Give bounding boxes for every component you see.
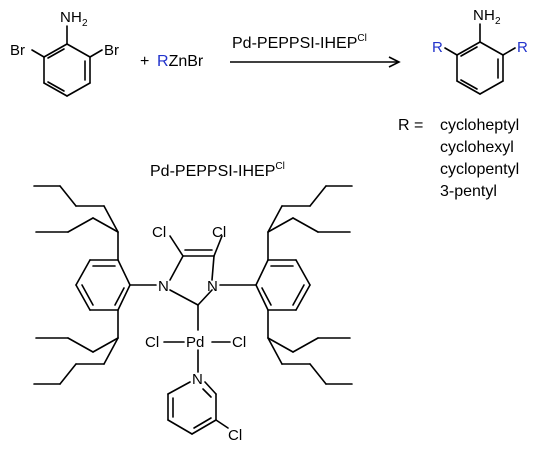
pd-atom: Pd (186, 334, 204, 351)
r-group-prefix: R = (398, 117, 423, 134)
r-group-list: R = cycloheptyl cyclohexyl cyclopentyl 3… (398, 117, 519, 200)
nhc-n-left: N (158, 278, 169, 295)
product-r-right: R (517, 39, 528, 56)
nhc-n-right: N (207, 278, 218, 295)
product-amine-h: H (484, 7, 495, 24)
reactant-ring-bonds (31, 25, 103, 97)
left-lower-alkyl (33, 309, 119, 385)
catalyst-title-name: Pd-PEPPSI-IHEP (150, 163, 275, 180)
pd-cl-left: Cl (145, 334, 159, 351)
reactant-dibromoaniline: N H 2 Br Br (10, 9, 119, 97)
reagent-text: RZnBr (157, 53, 204, 70)
pyridine-n: N (192, 371, 203, 388)
arrow-catalyst-name: Pd-PEPPSI-IHEP (232, 35, 357, 52)
arrow-catalyst-sup: Cl (357, 33, 366, 44)
nhc-cl-left: Cl (152, 224, 166, 241)
right-upper-alkyl (267, 185, 353, 261)
reaction-arrow (230, 56, 401, 68)
reactant-br-right: Br (104, 42, 119, 59)
r-group-item: cycloheptyl (440, 117, 519, 134)
right-aryl-bonds (219, 259, 311, 311)
pd-center-bonds (163, 341, 231, 373)
r-group-item: cyclohexyl (440, 139, 514, 156)
reactant-amine-n: N (60, 9, 71, 26)
reactant-br-left: Br (10, 42, 25, 59)
catalyst-title-sup: Cl (275, 161, 284, 172)
product-r-left: R (432, 39, 443, 56)
nhc-cl-right: Cl (212, 224, 226, 241)
arrow-catalyst-label: Pd-PEPPSI-IHEPCl (232, 33, 367, 52)
r-group-item: 3-pentyl (440, 183, 497, 200)
r-group-item: cyclopentyl (440, 161, 519, 178)
product-aniline: N H 2 R R (432, 7, 528, 95)
product-amine-sub: 2 (495, 16, 501, 27)
pd-cl-right: Cl (232, 334, 246, 351)
catalyst-title: Pd-PEPPSI-IHEPCl (150, 161, 285, 180)
catalyst-structure: Cl Cl N N (33, 185, 353, 444)
left-aryl-bonds (75, 259, 157, 311)
pyridine-bonds (167, 381, 229, 435)
reagent-r-group: R (157, 53, 169, 70)
plus-sign: + (140, 53, 149, 70)
right-lower-alkyl (267, 309, 353, 385)
reagent-znbr: ZnBr (169, 53, 204, 70)
nhc-ring-bonds (169, 235, 223, 331)
pyridine-cl: Cl (228, 427, 242, 444)
product-ring-bonds (444, 23, 516, 95)
product-amine-n: N (473, 7, 484, 24)
reactant-amine-h: H (71, 9, 82, 26)
left-upper-alkyl (33, 185, 119, 261)
reactant-amine-sub: 2 (82, 18, 88, 29)
